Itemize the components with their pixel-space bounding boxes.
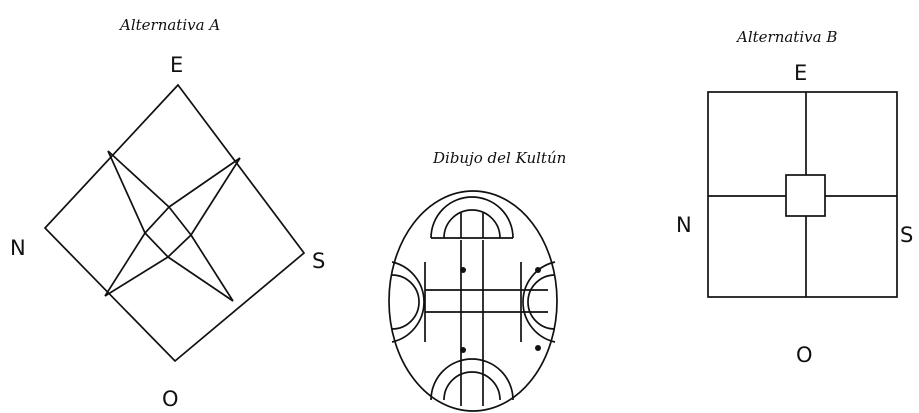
kultun-left-arch	[392, 275, 419, 329]
alternativa-b-title: Alternativa B	[735, 28, 837, 46]
alt-a-cross-line	[108, 151, 169, 207]
kultun-dot	[460, 267, 466, 273]
alt-a-east-label: E	[170, 53, 183, 77]
kultun-bottom-arch	[431, 359, 513, 400]
alt-a-north-label: N	[10, 236, 26, 260]
kultun-outer-ellipse	[389, 191, 557, 411]
alt-a-south-label: S	[312, 249, 325, 273]
kultun-dot	[535, 345, 541, 351]
alt-b-south-label: S	[900, 223, 913, 247]
alt-b-west-label: O	[796, 343, 813, 367]
alt-a-cross-line	[168, 257, 233, 301]
alternativa-b-diagram: Alternativa B E N S O	[676, 28, 913, 367]
alt-a-cross-line	[169, 158, 240, 207]
alternativa-a-diagram: Alternativa A E N S O	[10, 16, 325, 411]
kultun-diagram: Dibujo del Kultún	[389, 149, 566, 411]
alt-a-cross-line	[105, 257, 168, 296]
alt-b-outer-square	[708, 92, 897, 297]
kultun-top-arch	[444, 210, 500, 238]
alt-a-center-square	[145, 207, 191, 257]
kultun-right-arch	[528, 275, 555, 329]
kultun-bottom-arch	[444, 372, 500, 400]
alt-b-east-label: E	[794, 61, 807, 85]
kultun-top-arch	[431, 197, 513, 238]
alt-b-north-label: N	[676, 213, 692, 237]
alt-a-cross-line	[105, 233, 145, 296]
kultun-dot	[460, 347, 466, 353]
alt-a-outer-diamond	[45, 85, 304, 361]
alt-a-cross-line	[191, 235, 233, 301]
kultun-dot	[535, 267, 541, 273]
alternativa-a-title: Alternativa A	[118, 16, 220, 34]
alt-a-west-label: O	[162, 387, 179, 411]
alt-a-cross-line	[108, 151, 145, 233]
alt-a-cross-line	[191, 158, 240, 235]
kultun-title: Dibujo del Kultún	[432, 149, 566, 167]
alt-b-center-square	[786, 175, 825, 216]
